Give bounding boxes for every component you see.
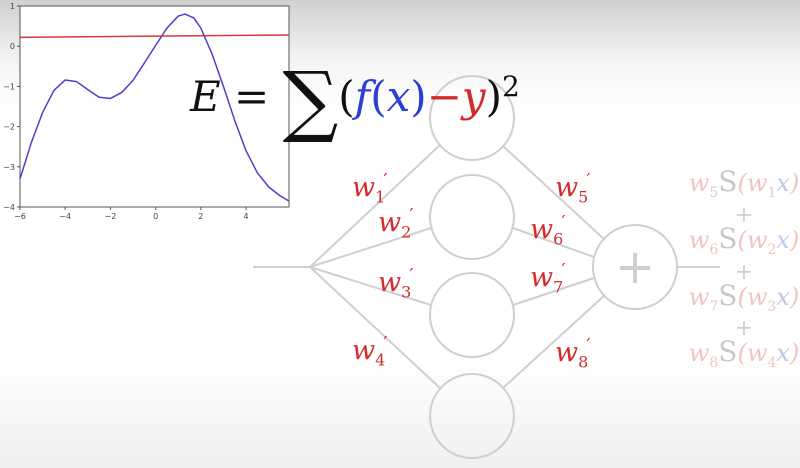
edge-in-3 (309, 266, 432, 306)
edge-out-2 (512, 227, 595, 258)
weight-label-7: w7′ (530, 260, 566, 297)
plus-sign: + (734, 202, 754, 228)
plus-sign: + (734, 259, 754, 285)
plus-sign: + (734, 316, 754, 342)
x-tick-label: −4 (59, 212, 71, 221)
output-term-1: w5S(w1x) (688, 165, 800, 201)
weight-label-5: w5′ (555, 170, 591, 207)
edge-in-2 (309, 227, 432, 268)
sum-node-label: + (615, 239, 655, 295)
sum-node (592, 224, 678, 310)
weight-label-3: w3′ (378, 265, 414, 302)
x-tick-label: 4 (244, 212, 249, 221)
hidden-node-1 (429, 75, 515, 161)
x-tick-label: 2 (198, 212, 203, 221)
target-line (19, 34, 290, 39)
weight-label-2: w2′ (378, 205, 414, 242)
weight-label-4: w4′ (352, 333, 388, 370)
y-tick-label: −2 (3, 123, 15, 132)
edge-out-4 (502, 294, 606, 389)
output-term-4: w8S(w4x) (688, 335, 800, 372)
y-tick-label: 1 (10, 2, 15, 11)
hidden-node-4 (429, 373, 515, 459)
edge-out-3 (512, 277, 595, 306)
y-tick-label: −4 (3, 203, 15, 212)
weight-label-8: w8′ (555, 335, 591, 372)
y-tick-label: −3 (3, 163, 15, 172)
x-tick-label: −6 (14, 212, 26, 221)
weight-label-6: w6′ (530, 212, 566, 249)
edge-in-1 (309, 144, 441, 268)
output-sum-expression: w5S(w1x) + w6S(w2x) + w7S(w3x) + w8S(w4x… (688, 165, 800, 375)
edge-out-1 (502, 145, 606, 241)
plot-area (19, 5, 290, 208)
x-tick-label: 0 (153, 212, 158, 221)
edge-in-4 (309, 266, 441, 389)
y-tick-label: 0 (10, 42, 15, 51)
x-tick-label: −2 (105, 212, 117, 221)
error-formula: E = ∑(f(x)−y)2 (190, 56, 520, 146)
hidden-node-2 (429, 174, 515, 260)
output-term-2: w6S(w2x) (688, 221, 800, 258)
output-term-3: w7S(w3x) (688, 278, 800, 315)
y-tick-label: −1 (3, 82, 15, 91)
hidden-node-3 (429, 272, 515, 358)
weight-label-1: w1′ (352, 170, 388, 207)
